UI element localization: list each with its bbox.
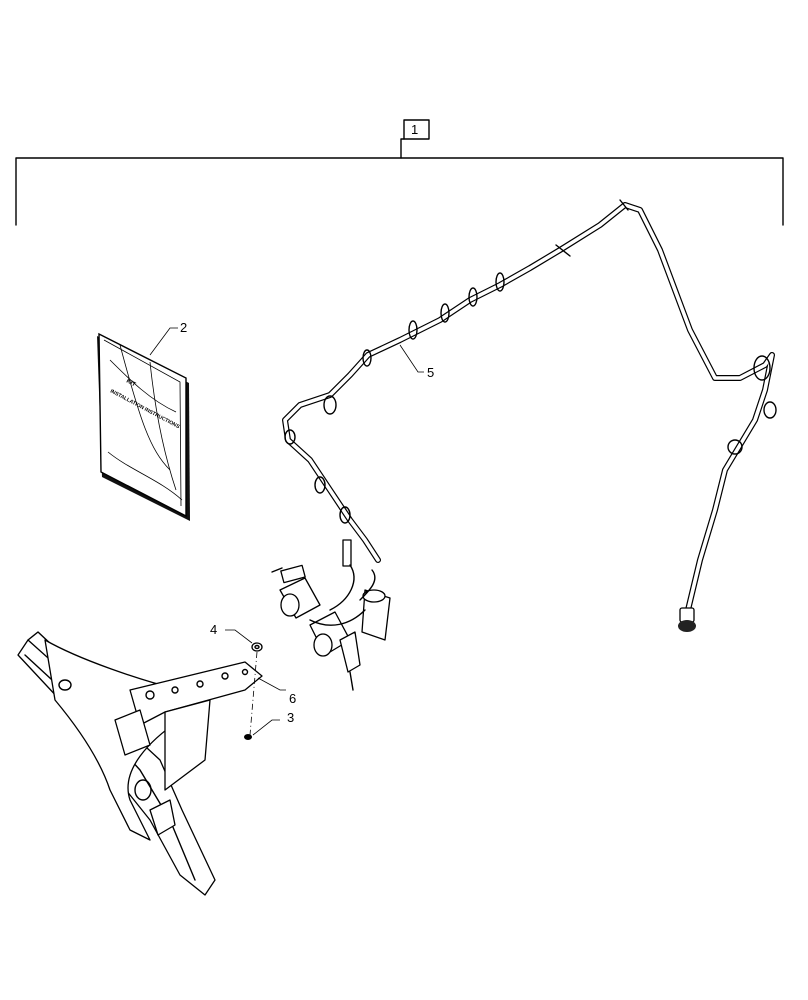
bolt-part <box>244 734 252 740</box>
nut-part <box>251 642 263 652</box>
kit-bracket <box>15 119 784 226</box>
callout-4: 4 <box>210 622 217 637</box>
assembly-centerline <box>249 651 258 736</box>
mounting-bracket <box>17 631 263 896</box>
harness-end-connector <box>678 607 696 632</box>
leader-6 <box>257 677 286 691</box>
callout-6: 6 <box>289 691 296 706</box>
leader-5 <box>399 344 424 373</box>
actuator-cluster <box>271 539 391 691</box>
callout-1: 1 <box>411 122 418 137</box>
callout-box-1 <box>403 119 430 140</box>
callout-3: 3 <box>287 710 294 725</box>
leader-3 <box>252 719 280 736</box>
manual-title-line-1: KIT <box>125 378 137 388</box>
leader-4 <box>225 629 253 644</box>
callout-5: 5 <box>427 365 434 380</box>
wiring-harness <box>271 199 777 691</box>
callout-2: 2 <box>180 320 187 335</box>
leader-2 <box>149 327 178 356</box>
installation-manual: KIT INSTALLATION INSTRUCTIONS <box>97 332 190 521</box>
